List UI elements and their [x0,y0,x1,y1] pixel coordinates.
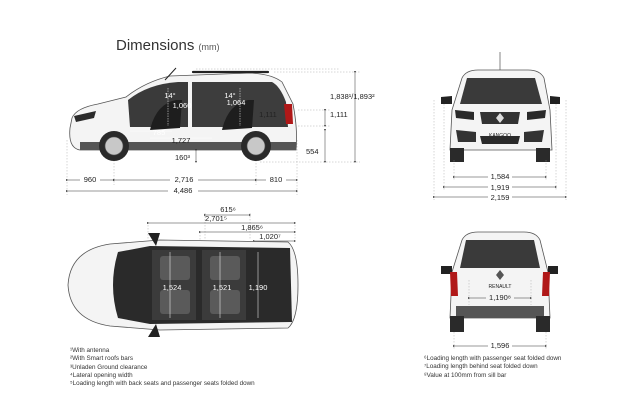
antenna [164,67,177,81]
side-ground: 160³ [175,153,191,162]
footnote-3: ³Unladen Ground clearance [70,363,148,371]
top-d1020: 1,020⁷ [259,232,281,241]
front-w1584: 1,584 [491,172,510,181]
side-sill: 554 [306,147,319,156]
rear-badge: RENAULT [489,284,512,290]
title-unit: (mm) [198,42,220,52]
footnotes-right: ⁶Loading length with passenger seat fold… [424,355,561,380]
side-wheelbase: 2,716 [175,175,194,184]
side-angle-front: 14° [164,91,175,100]
front-windshield [460,78,542,104]
side-seat-height-front: 1,060 [173,101,192,110]
side-overhang-front: 960 [84,175,97,184]
top-d2701: 2,701⁵ [205,214,227,223]
side-h1111-inner: 1,111 [259,110,277,119]
footnote-5: ⁵Loading length with back seats and pass… [70,380,255,388]
side-total-height: 1,838¹/1,893² [330,92,375,101]
footnote-7: ⁷Loading length behind seat folded down [424,363,538,371]
top-w1521: 1,521 [213,283,232,292]
side-seat-height-rear: 1,064 [227,98,246,107]
top-w1524: 1,524 [163,283,182,292]
top-w1190: 1,190 [249,283,268,292]
rear-window [460,240,540,268]
footnote-2: ²With Smart roofs bars [70,355,133,363]
rear-w1190: 1,190⁸ [489,293,511,302]
side-length: 4,486 [174,186,193,195]
front-w2159: 2,159 [491,193,510,202]
top-view: 615⁶ 2,701⁵ 1,865⁶ 1,020⁷ 1,524 1,521 1,… [67,205,299,337]
title-text: Dimensions [116,37,195,54]
top-d615: 615⁶ [220,205,236,214]
side-d785: 785 [153,128,166,137]
front-view: KANGOO 1,584 1,919 2,159 [433,52,567,202]
footnote-8: ⁸Value at 100mm from sill bar [424,371,507,379]
side-view: 14° 1,060 14° 1,064 1,111 785 1,727 1,11… [66,67,375,195]
page-title: Dimensions (mm) [116,37,220,54]
footnote-1: ¹With antenna [70,347,110,354]
footnotes-left: ¹With antenna ²With Smart roofs bars ³Un… [70,347,255,388]
footnote-4: ⁴Lateral opening width [70,371,133,379]
side-d1727: 1,727 [172,136,191,145]
top-d1865: 1,865⁶ [241,223,263,232]
side-angle-rear: 14° [224,91,235,100]
footnote-6: ⁶Loading length with passenger seat fold… [424,355,562,362]
front-w1919: 1,919 [491,183,510,192]
rear-w1596: 1,596 [491,341,510,350]
side-overhang-rear: 810 [270,175,283,184]
side-h1111-outer: 1,111 [330,110,348,119]
rear-view: RENAULT 1,190⁸ 1,596 [441,231,558,350]
